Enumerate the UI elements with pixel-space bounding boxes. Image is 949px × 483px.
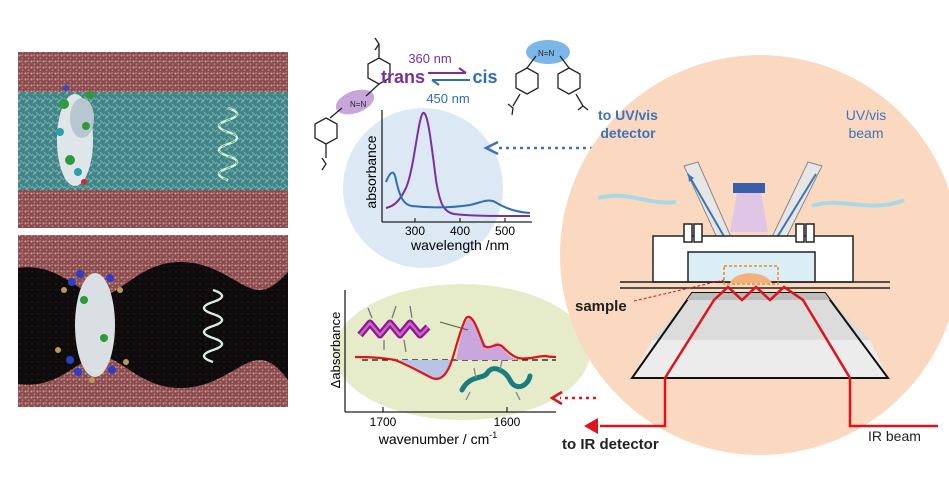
ir-beam-path <box>600 285 938 428</box>
azobenzene-trans-icon: N=N <box>314 37 391 171</box>
uv-lamp-icon <box>730 183 768 232</box>
ir-x-label: wavenumber / cm-1 <box>378 430 498 447</box>
forward-wavelength-label: 360 nm <box>408 51 451 66</box>
random-coil-icon <box>459 359 533 401</box>
photoswitch-reaction: 360 nm trans cis 450 nm <box>381 51 498 106</box>
uvvis-beam-line2: beam <box>848 125 883 141</box>
ir-difference-plot: 1700 1600 wavenumber / cm-1 Δabsorbance <box>328 290 557 447</box>
uvvis-tick-300: 300 <box>405 224 425 238</box>
peptide-surface-bottom <box>55 270 129 383</box>
to-uvvis-detector-line2: detector <box>600 125 656 141</box>
ir-tick-1600: 1600 <box>494 415 521 429</box>
trans-spectrum-line <box>385 111 531 217</box>
sample-label: sample <box>575 298 627 315</box>
ir-positive-fill <box>456 318 518 360</box>
svg-text:N=N: N=N <box>350 100 366 109</box>
right-fiber <box>811 198 905 208</box>
azobenzene-cis-icon: N=N <box>507 40 589 116</box>
uvvis-detector-pointer <box>483 140 600 156</box>
to-ir-detector-label: to IR detector <box>562 436 659 453</box>
helix-pointer-line <box>439 321 469 331</box>
ir-tick-1700: 1700 <box>370 415 397 429</box>
uvvis-x-label: wavelength /nm <box>410 237 509 253</box>
uvvis-y-label: absorbance <box>363 135 379 208</box>
md-snapshot-bottom <box>18 235 288 407</box>
uvvis-tick-500: 500 <box>495 224 515 238</box>
trans-label: trans <box>381 67 425 87</box>
ir-y-label: Δabsorbance <box>328 312 343 389</box>
ir-negative-fill <box>395 360 452 379</box>
ir-detector-pointer <box>549 390 596 406</box>
sample-leader-line <box>633 279 725 302</box>
left-fiber <box>597 193 677 205</box>
uvvis-spectrum-plot: 300 400 500 wavelength /nm absorbance <box>363 110 532 253</box>
uvvis-plot-background <box>343 108 503 268</box>
ir-difference-line <box>354 315 557 380</box>
to-uvvis-detector-line1: to UV/vis <box>598 107 658 123</box>
svg-text:N=N: N=N <box>538 49 554 58</box>
peptide-surface <box>56 85 94 186</box>
atr-crystal <box>630 292 890 379</box>
uvvis-tick-400: 400 <box>450 224 470 238</box>
helix-ribbon-top <box>217 106 239 182</box>
md-snapshot-top <box>18 52 288 228</box>
ir-out-arrowhead <box>584 418 598 434</box>
sample-drop <box>723 265 779 285</box>
alpha-helix-icon <box>357 305 431 353</box>
cis-spectrum-line <box>385 171 531 214</box>
uvvis-beam-line1: UV/vis <box>846 107 886 123</box>
ir-beam-label: IR beam <box>868 428 921 444</box>
cis-label: cis <box>472 67 497 87</box>
reverse-wavelength-label: 450 nm <box>426 91 469 106</box>
helix-ribbon-bottom <box>202 288 224 364</box>
